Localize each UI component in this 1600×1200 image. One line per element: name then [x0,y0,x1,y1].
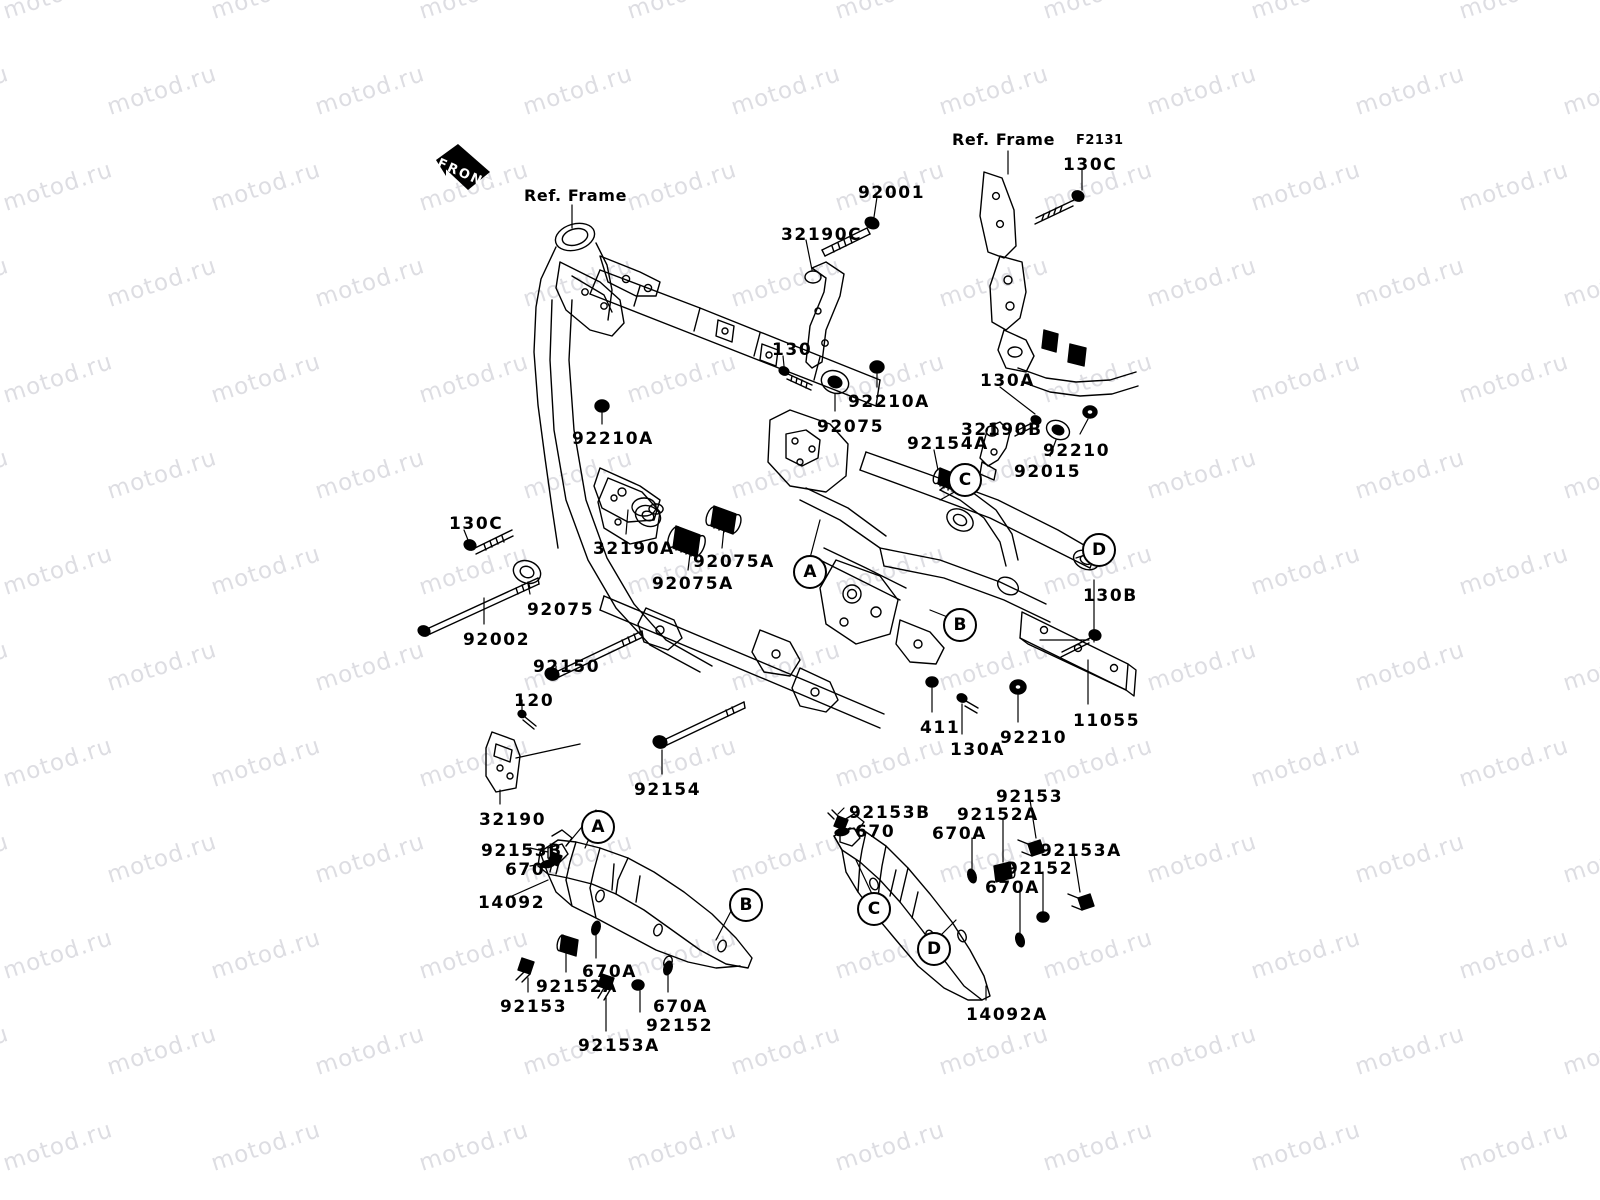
part-number-label-130C-l[interactable]: 130C [449,514,504,534]
part-number-label-92002[interactable]: 92002 [463,630,531,650]
callout-circle-c-6[interactable]: C [857,892,891,926]
part-number-label-92154A[interactable]: 92154A [907,434,989,454]
part-number-label-92210-b[interactable]: 92210 [1000,728,1068,748]
part-number-label-670A-l2[interactable]: 670A [653,997,709,1017]
part-number-label-92075-l[interactable]: 92075 [527,600,595,620]
part-number-label-130[interactable]: 130 [772,340,813,360]
part-number-label-92210-r[interactable]: 92210 [1043,441,1111,461]
part-number-label-14092[interactable]: 14092 [478,893,546,913]
part-number-label-92153A-l[interactable]: 92153A [578,1036,660,1056]
callout-circle-d-7[interactable]: D [917,932,951,966]
part-number-label-32190C[interactable]: 32190C [781,225,863,245]
part-number-label-92015[interactable]: 92015 [1014,462,1082,482]
part-number-label-92210A-t[interactable]: 92210A [848,392,930,412]
part-number-label-32190B[interactable]: 32190B [961,420,1043,440]
part-number-label-92153-r[interactable]: 92153 [996,787,1064,807]
part-number-label-92153A-r[interactable]: 92153A [1040,841,1122,861]
part-number-label-92153B-l[interactable]: 92153B [481,841,563,861]
part-number-label-92075A-a[interactable]: 92075A [693,552,775,572]
callout-circle-a-4[interactable]: A [581,810,615,844]
part-number-label-670A-r1[interactable]: 670A [932,824,988,844]
part-number-label-670-l[interactable]: 670 [505,860,546,880]
part-number-label-120[interactable]: 120 [514,691,555,711]
callout-circle-a-0[interactable]: A [793,555,827,589]
callout-circle-b-1[interactable]: B [943,608,977,642]
part-number-label-92153B-r[interactable]: 92153B [849,803,931,823]
callout-circle-b-5[interactable]: B [729,888,763,922]
part-number-label-92150[interactable]: 92150 [533,657,601,677]
part-number-label-130B[interactable]: 130B [1083,586,1138,606]
part-number-label-11055[interactable]: 11055 [1073,711,1141,731]
part-number-label-130A-r[interactable]: 130A [980,371,1036,391]
figure-code: F2131 [1076,133,1124,148]
part-number-label-92154[interactable]: 92154 [634,780,702,800]
part-number-label-92152A-l[interactable]: 92152A [536,977,618,997]
part-number-label-92152-r[interactable]: 92152 [1006,859,1074,879]
part-number-label-92075A-b[interactable]: 92075A [652,574,734,594]
part-number-label-130C-tr[interactable]: 130C [1063,155,1118,175]
part-number-label-670-r[interactable]: 670 [855,822,896,842]
ref-frame-label-left: Ref. Frame [524,186,628,205]
part-number-label-92001[interactable]: 92001 [858,183,926,203]
part-number-label-92075-t[interactable]: 92075 [817,417,885,437]
part-number-label-32190A[interactable]: 32190A [593,539,675,559]
front-direction-marker: FRONT [432,142,496,200]
part-number-label-130A-b[interactable]: 130A [950,740,1006,760]
callout-circle-d-3[interactable]: D [1082,533,1116,567]
part-number-label-670A-r2[interactable]: 670A [985,878,1041,898]
part-number-label-14092A[interactable]: 14092A [966,1005,1048,1025]
part-number-label-92152-l[interactable]: 92152 [646,1016,714,1036]
part-number-label-92153-l[interactable]: 92153 [500,997,568,1017]
part-number-label-92152A-r[interactable]: 92152A [957,805,1039,825]
callout-circle-c-2[interactable]: C [948,463,982,497]
part-number-label-92210A-l[interactable]: 92210A [572,429,654,449]
part-number-label-670A-l1[interactable]: 670A [582,962,638,982]
part-number-label-411[interactable]: 411 [920,718,961,738]
part-number-label-32190[interactable]: 32190 [479,810,547,830]
ref-frame-label-right: Ref. Frame [952,130,1056,149]
